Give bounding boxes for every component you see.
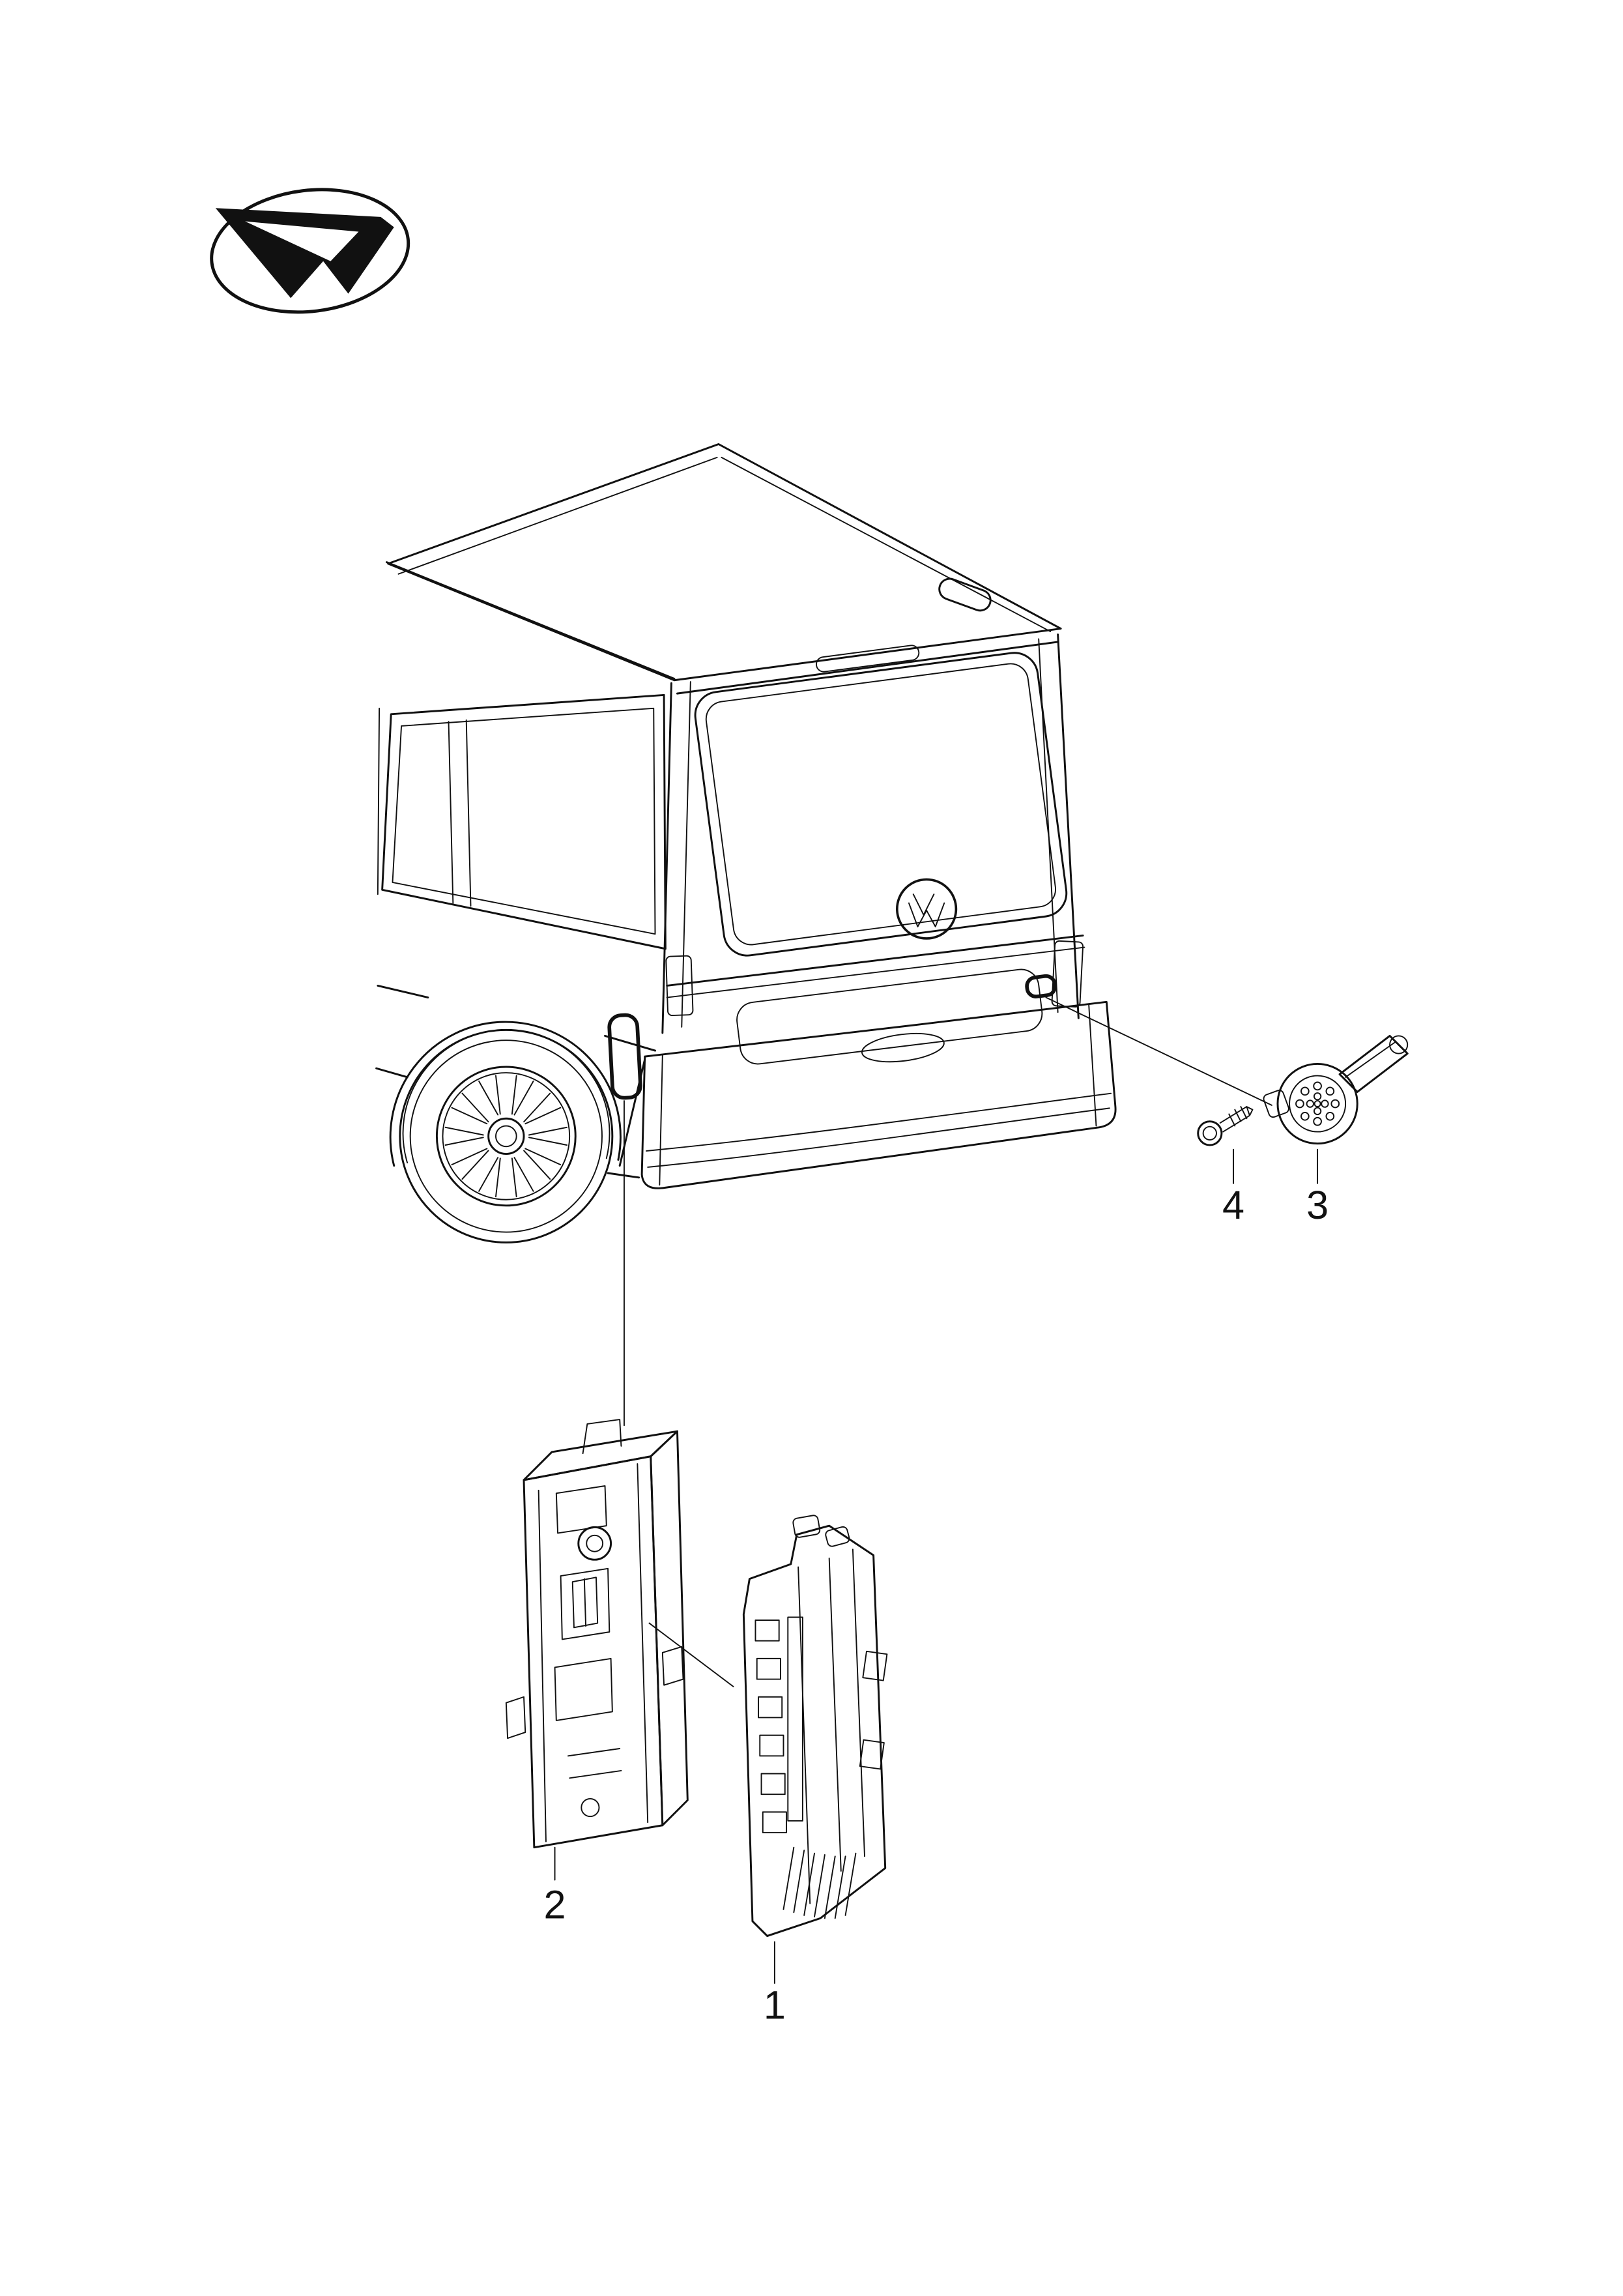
part-2-bracket [505, 1419, 689, 1849]
side-window-band [381, 693, 667, 950]
part-location-markers [607, 974, 1057, 1100]
roof-antenna-fin [938, 577, 992, 612]
mating-line-bracket-module [648, 1622, 734, 1687]
rear-wheel [389, 1021, 622, 1243]
wheel-hub [487, 1117, 525, 1155]
screw-head [1197, 1120, 1223, 1146]
callout-labels: 1 2 3 4 [544, 1183, 1329, 2027]
callout-label-4[interactable]: 4 [1222, 1183, 1244, 1227]
socket-pins [1295, 1081, 1340, 1126]
tailgate [661, 633, 1085, 1065]
logo-arrow-fold [245, 221, 359, 261]
part-3-connector-socket [1263, 1034, 1409, 1145]
part-4-screw [1197, 1106, 1254, 1146]
leader-line-socket [1045, 996, 1272, 1106]
socket-mount-ear [1263, 1090, 1289, 1118]
roof [387, 443, 1062, 682]
socket-location-marker [1025, 974, 1057, 998]
leader-lines [554, 996, 1319, 1984]
module-connector-slots [754, 1616, 803, 1834]
bracket-grommet [577, 1526, 612, 1561]
catalog-brand-logo [210, 188, 410, 314]
wheel-rim [435, 1066, 577, 1207]
rear-bumper [640, 1000, 1117, 1189]
part-1-control-module [742, 1515, 888, 1938]
bracket-location-marker [607, 1013, 642, 1100]
socket-cap-lever [1338, 1034, 1409, 1093]
callout-label-1[interactable]: 1 [764, 1983, 786, 2027]
logo-ellipse [210, 188, 410, 314]
module-ribs [783, 1846, 857, 1919]
brake-light [816, 645, 920, 673]
tail-light-left [665, 955, 694, 1017]
wheel-arch [389, 1021, 622, 1167]
logo-arrow-icon [215, 208, 394, 298]
tailgate-seam [666, 934, 1084, 987]
brand-emblem-icon [896, 878, 958, 940]
vehicle-rear-view [375, 443, 1117, 1243]
tailgate-handle [861, 1032, 945, 1063]
licence-recess [736, 968, 1043, 1065]
callout-label-2[interactable]: 2 [544, 1882, 566, 1926]
callout-label-3[interactable]: 3 [1306, 1183, 1329, 1227]
rear-window [694, 645, 1068, 957]
body-side [375, 561, 676, 1179]
